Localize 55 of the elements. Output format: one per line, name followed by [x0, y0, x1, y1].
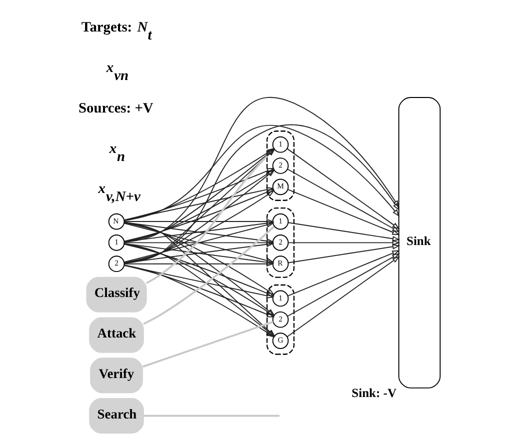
arrow [124, 169, 275, 242]
arrow [124, 169, 276, 264]
node-circle: 2 [272, 158, 289, 174]
arrow [286, 256, 400, 338]
node-circle: R [272, 256, 289, 272]
node-circle: 1 [272, 290, 289, 307]
arrow [288, 244, 400, 264]
node-box: Attack [89, 317, 144, 353]
arrow [124, 218, 274, 224]
arrow [124, 264, 275, 318]
node-circle: G [272, 332, 289, 349]
connector [144, 414, 280, 417]
arrow [124, 187, 274, 221]
connector [146, 155, 268, 284]
arrow [124, 125, 400, 222]
node-box: Sink [398, 97, 441, 388]
arrow [124, 148, 276, 242]
arrow [124, 148, 275, 221]
arrow [124, 264, 275, 338]
arrow [124, 222, 275, 296]
node-circle: N [108, 213, 125, 230]
node-box: Verify [90, 358, 143, 394]
arrow [124, 243, 276, 338]
arrow [124, 124, 400, 264]
arrow [124, 243, 275, 316]
node-circle: 1 [108, 234, 125, 251]
arrow [288, 240, 400, 246]
connector [143, 226, 275, 325]
arrow [124, 222, 276, 316]
arrow [288, 222, 400, 242]
node-circle: 1 [272, 136, 289, 153]
node-circle: 2 [272, 311, 289, 328]
node-circle: 2 [272, 234, 289, 251]
node-label: Sink: -V [352, 386, 396, 400]
arrow [124, 261, 274, 267]
node-box: Classify [86, 276, 147, 312]
arrow [124, 97, 400, 243]
arrow [124, 222, 276, 337]
node-box: Search [89, 398, 144, 434]
node-circle: 1 [272, 213, 289, 230]
label: Sources: +V [78, 100, 154, 116]
arrow [286, 148, 400, 230]
arrow [288, 189, 400, 236]
arrow [124, 190, 275, 264]
arrow [124, 189, 275, 242]
arrow [288, 250, 400, 296]
connector [142, 320, 274, 368]
arrow [287, 253, 400, 317]
node-circle: M [272, 178, 289, 196]
node-circle: 2 [108, 256, 125, 272]
arrow [124, 148, 276, 264]
arrow [124, 168, 275, 221]
arrow [124, 240, 274, 246]
arrow [287, 168, 400, 232]
arrow [124, 244, 275, 296]
